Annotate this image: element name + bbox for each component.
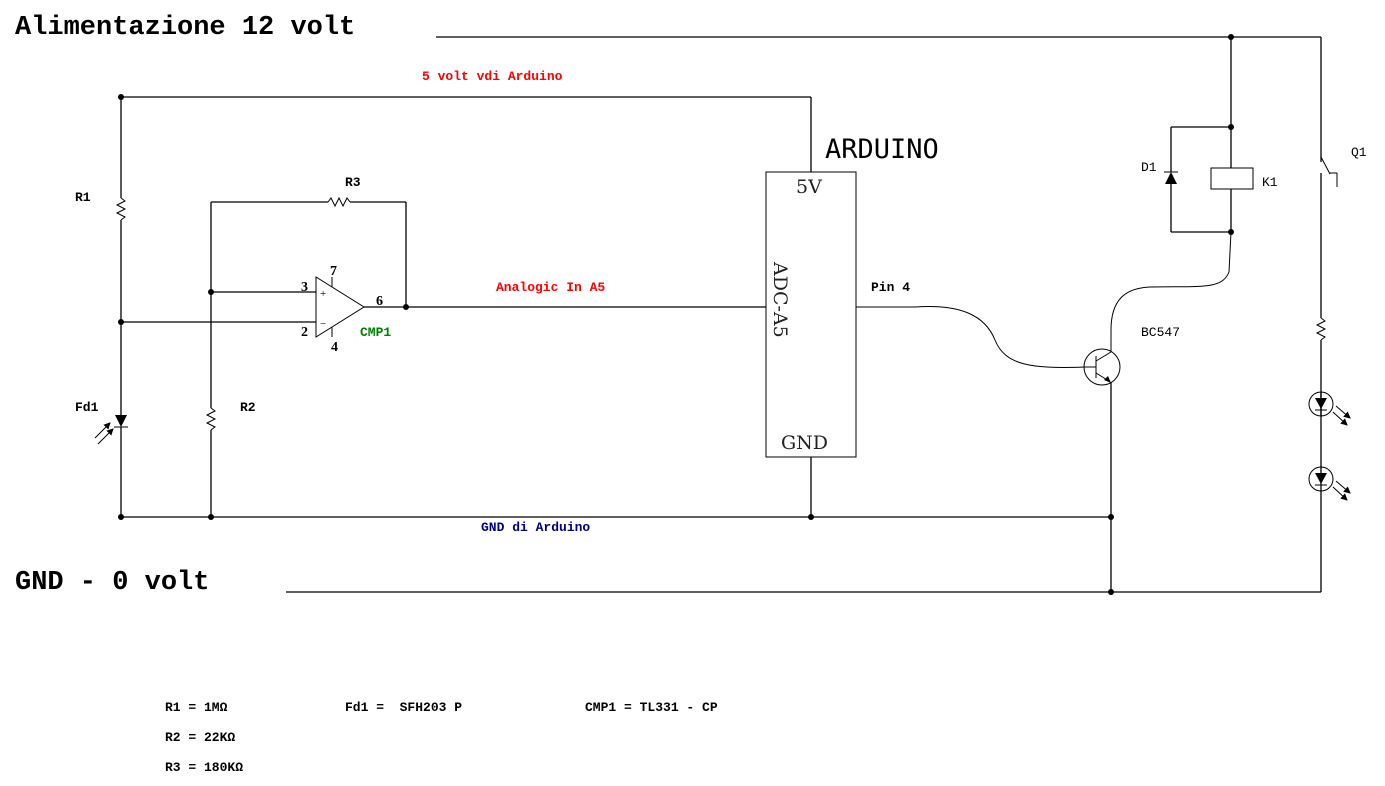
resistor-r3 [211,196,407,307]
resistor-r1 [115,197,127,415]
photodiode-fd1 [94,415,128,517]
net-5v [118,94,812,198]
part-r1: R1 = 1MΩ [165,700,228,715]
arduino-pin-adc: ADC-A5 [769,261,791,338]
wire-pin4-to-base [856,306,1086,368]
cmp-minus-sign: − [320,318,326,330]
fd1-label: Fd1 [75,400,99,415]
cmp-pin-7: 7 [330,264,337,279]
gnd-0v-label: GND - 0 volt [15,568,209,598]
net-gnd-arduino [118,457,1114,520]
led-2 [1308,466,1351,501]
relay-k1 [1210,37,1254,235]
arduino-pin-gnd: GND [781,432,828,454]
relay-contact-q1 [1320,156,1338,318]
q1-label: Q1 [1351,145,1367,160]
arduino-block [765,171,857,458]
diode-d1 [1164,126,1231,233]
arduino-title: ARDUINO [825,134,939,165]
led-1 [1308,391,1351,426]
resistor-r2 [205,202,217,517]
rail-gnd-0v [286,589,1321,595]
net-gnd-arduino-label: GND di Arduino [481,520,590,535]
transistor-label: BC547 [1141,325,1180,340]
k1-label: K1 [1262,175,1278,190]
r3-label: R3 [345,175,361,190]
arduino-pin-4-label: Pin 4 [871,280,910,295]
parts-list: R1 = 1MΩ R2 = 22KΩ R3 = 180KΩ Fd1 = SFH2… [165,700,718,775]
cmp-plus-sign: + [320,288,326,300]
part-r3: R3 = 180KΩ [165,760,243,775]
d1-label: D1 [1141,160,1157,175]
net-analog-label: Analogic In A5 [496,280,605,295]
part-fd1: Fd1 = SFH203 P [345,700,462,715]
arduino-pin-5v: 5V [796,176,822,198]
transistor-bc547 [1083,231,1232,592]
part-r2: R2 = 22KΩ [165,730,235,745]
cmp-pin-2: 2 [301,325,308,340]
cmp1-label: CMP1 [360,325,391,340]
r1-label: R1 [75,190,91,205]
comparator-cmp1 [315,276,766,338]
part-cmp1: CMP1 = TL331 - CP [585,700,718,715]
net-5v-label: 5 volt vdi Arduino [422,69,563,84]
r2-label: R2 [240,400,256,415]
resistor-led [1315,317,1327,592]
cmp-pin-3: 3 [301,280,308,295]
cmp-pin-6: 6 [376,294,383,309]
supply-12v-label: Alimentazione 12 volt [15,13,355,43]
cmp-pin-4: 4 [331,340,338,355]
